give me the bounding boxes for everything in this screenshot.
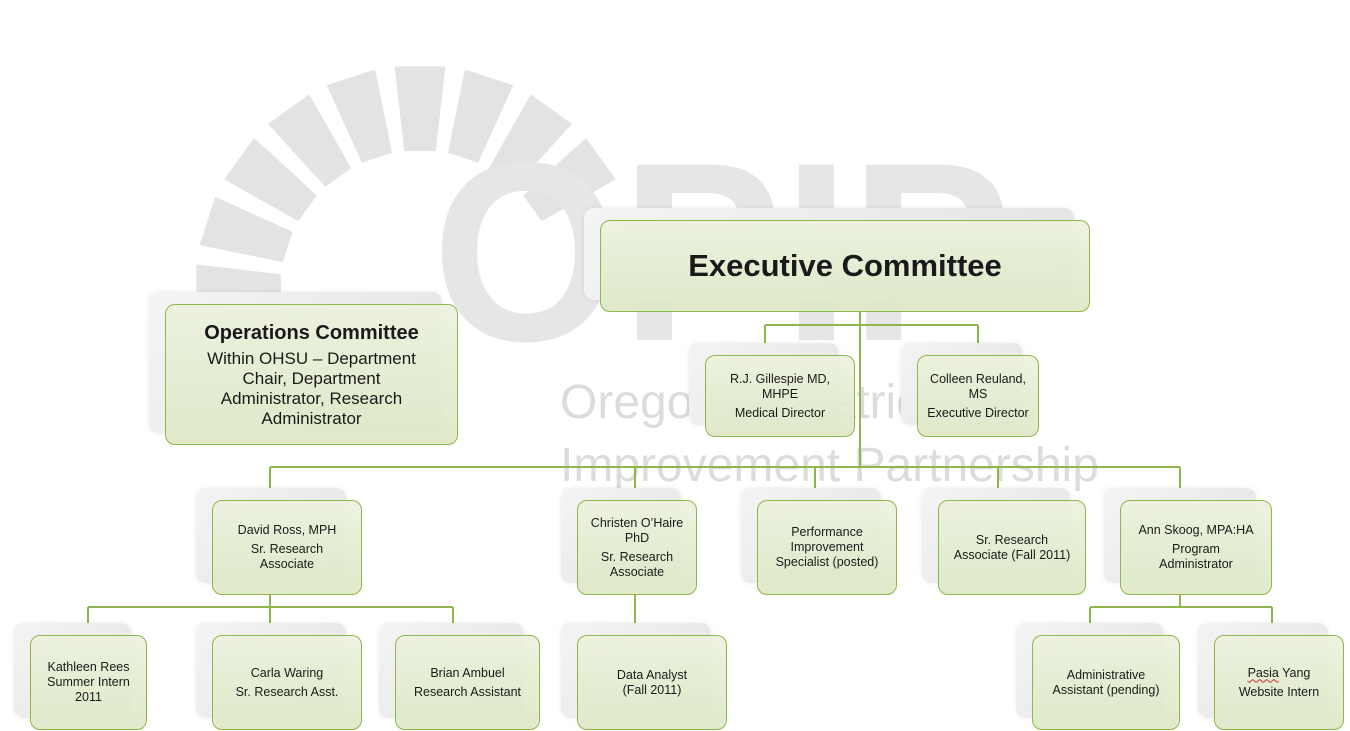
position-title: Specialist (posted) (775, 555, 879, 569)
executive-director-node: Colleen Reuland, MS Executive Director (901, 343, 1039, 437)
operations-committee-title: Operations Committee (204, 321, 419, 344)
staff-name: Christen O’Haire (590, 515, 684, 530)
staff-node-performance-specialist: Performance Improvement Specialist (post… (741, 488, 897, 595)
team-name: Pasia Yang (1248, 666, 1311, 681)
operations-committee-node: Operations Committee Within OHSU – Depar… (149, 292, 458, 445)
position-title: Data Analyst (616, 667, 688, 682)
staff-node-skoog: Ann Skoog, MPA:HA Program Administrator (1104, 488, 1272, 595)
team-role: 2011 (75, 690, 102, 704)
team-name: Kathleen Rees (47, 660, 130, 674)
team-node-data-analyst: Data Analyst (Fall 2011) (561, 623, 727, 730)
staff-node-sr-research-associate: Sr. Research Associate (Fall 2011) (922, 488, 1086, 595)
director-role: Executive Director (927, 405, 1029, 420)
logo-arc-block (488, 94, 572, 187)
position-title: Performance (791, 525, 863, 539)
staff-node-ohaire: Christen O’Haire PhD Sr. Research Associ… (561, 488, 697, 595)
staff-node-ross: David Ross, MPH Sr. Research Associate (196, 488, 362, 595)
director-name: Colleen Reuland, (930, 371, 1026, 386)
team-node-yang: Pasia Yang Website Intern (1198, 623, 1344, 730)
position-title: (Fall 2011) (622, 682, 682, 697)
team-role: Summer Intern (47, 675, 130, 689)
position-title: Sr. Research (975, 532, 1049, 547)
team-node-admin-assistant: Administrative Assistant (pending) (1016, 623, 1180, 730)
team-node-waring: Carla Waring Sr. Research Asst. (196, 623, 362, 730)
staff-role: Program (1172, 542, 1220, 556)
executive-committee-title: Executive Committee (688, 248, 1002, 283)
director-credentials: MS (968, 386, 988, 401)
team-node-rees: Kathleen Rees Summer Intern 2011 (14, 623, 147, 730)
team-role: Sr. Research Asst. (235, 684, 339, 699)
operations-line: Chair, Department (242, 368, 381, 388)
team-role: Research Assistant (414, 684, 521, 699)
watermark-line-2: Improvement Partnership (560, 439, 1099, 492)
medical-director-node: R.J. Gillespie MD, MHPE Medical Director (689, 343, 855, 437)
staff-name: Ann Skoog, MPA:HA (1138, 523, 1254, 537)
staff-credentials: PhD (624, 530, 650, 545)
logo-arc-blocks (196, 66, 616, 316)
team-name: Carla Waring (250, 665, 324, 680)
director-role: Medical Director (734, 405, 826, 420)
team-role: Website Intern (1238, 684, 1320, 699)
team-name-last: Yang (1278, 665, 1311, 680)
position-title: Associate (Fall 2011) (953, 547, 1071, 562)
logo-arc-block (224, 138, 317, 222)
logo-arc-block (523, 138, 616, 222)
position-title: Administrative (1066, 667, 1146, 682)
logo-arc-block (394, 66, 446, 151)
position-title: Assistant (pending) (1052, 682, 1160, 697)
team-name-first: Pasia (1247, 665, 1279, 680)
operations-line: Administrator (261, 408, 362, 428)
logo-arc-block (326, 69, 393, 163)
director-credentials: MHPE (761, 386, 799, 401)
staff-role: Associate (259, 557, 315, 571)
staff-role: Sr. Research (600, 549, 674, 564)
operations-line: Administrator, Research (220, 388, 403, 408)
team-node-ambuel: Brian Ambuel Research Assistant (379, 623, 540, 730)
operations-line: Within OHSU – Department (207, 348, 416, 368)
executive-committee-node: Executive Committee (584, 208, 1090, 312)
logo-arc-block (199, 196, 293, 263)
staff-name: David Ross, MPH (237, 523, 337, 537)
logo-arc-block (268, 94, 352, 187)
position-title: Improvement (790, 540, 864, 554)
staff-role: Associate (609, 564, 665, 579)
team-name: Brian Ambuel (430, 665, 505, 680)
director-name: R.J. Gillespie MD, (729, 371, 831, 386)
logo-arc-block (447, 69, 514, 163)
staff-role: Sr. Research (250, 542, 324, 556)
staff-role: Administrator (1159, 557, 1233, 571)
